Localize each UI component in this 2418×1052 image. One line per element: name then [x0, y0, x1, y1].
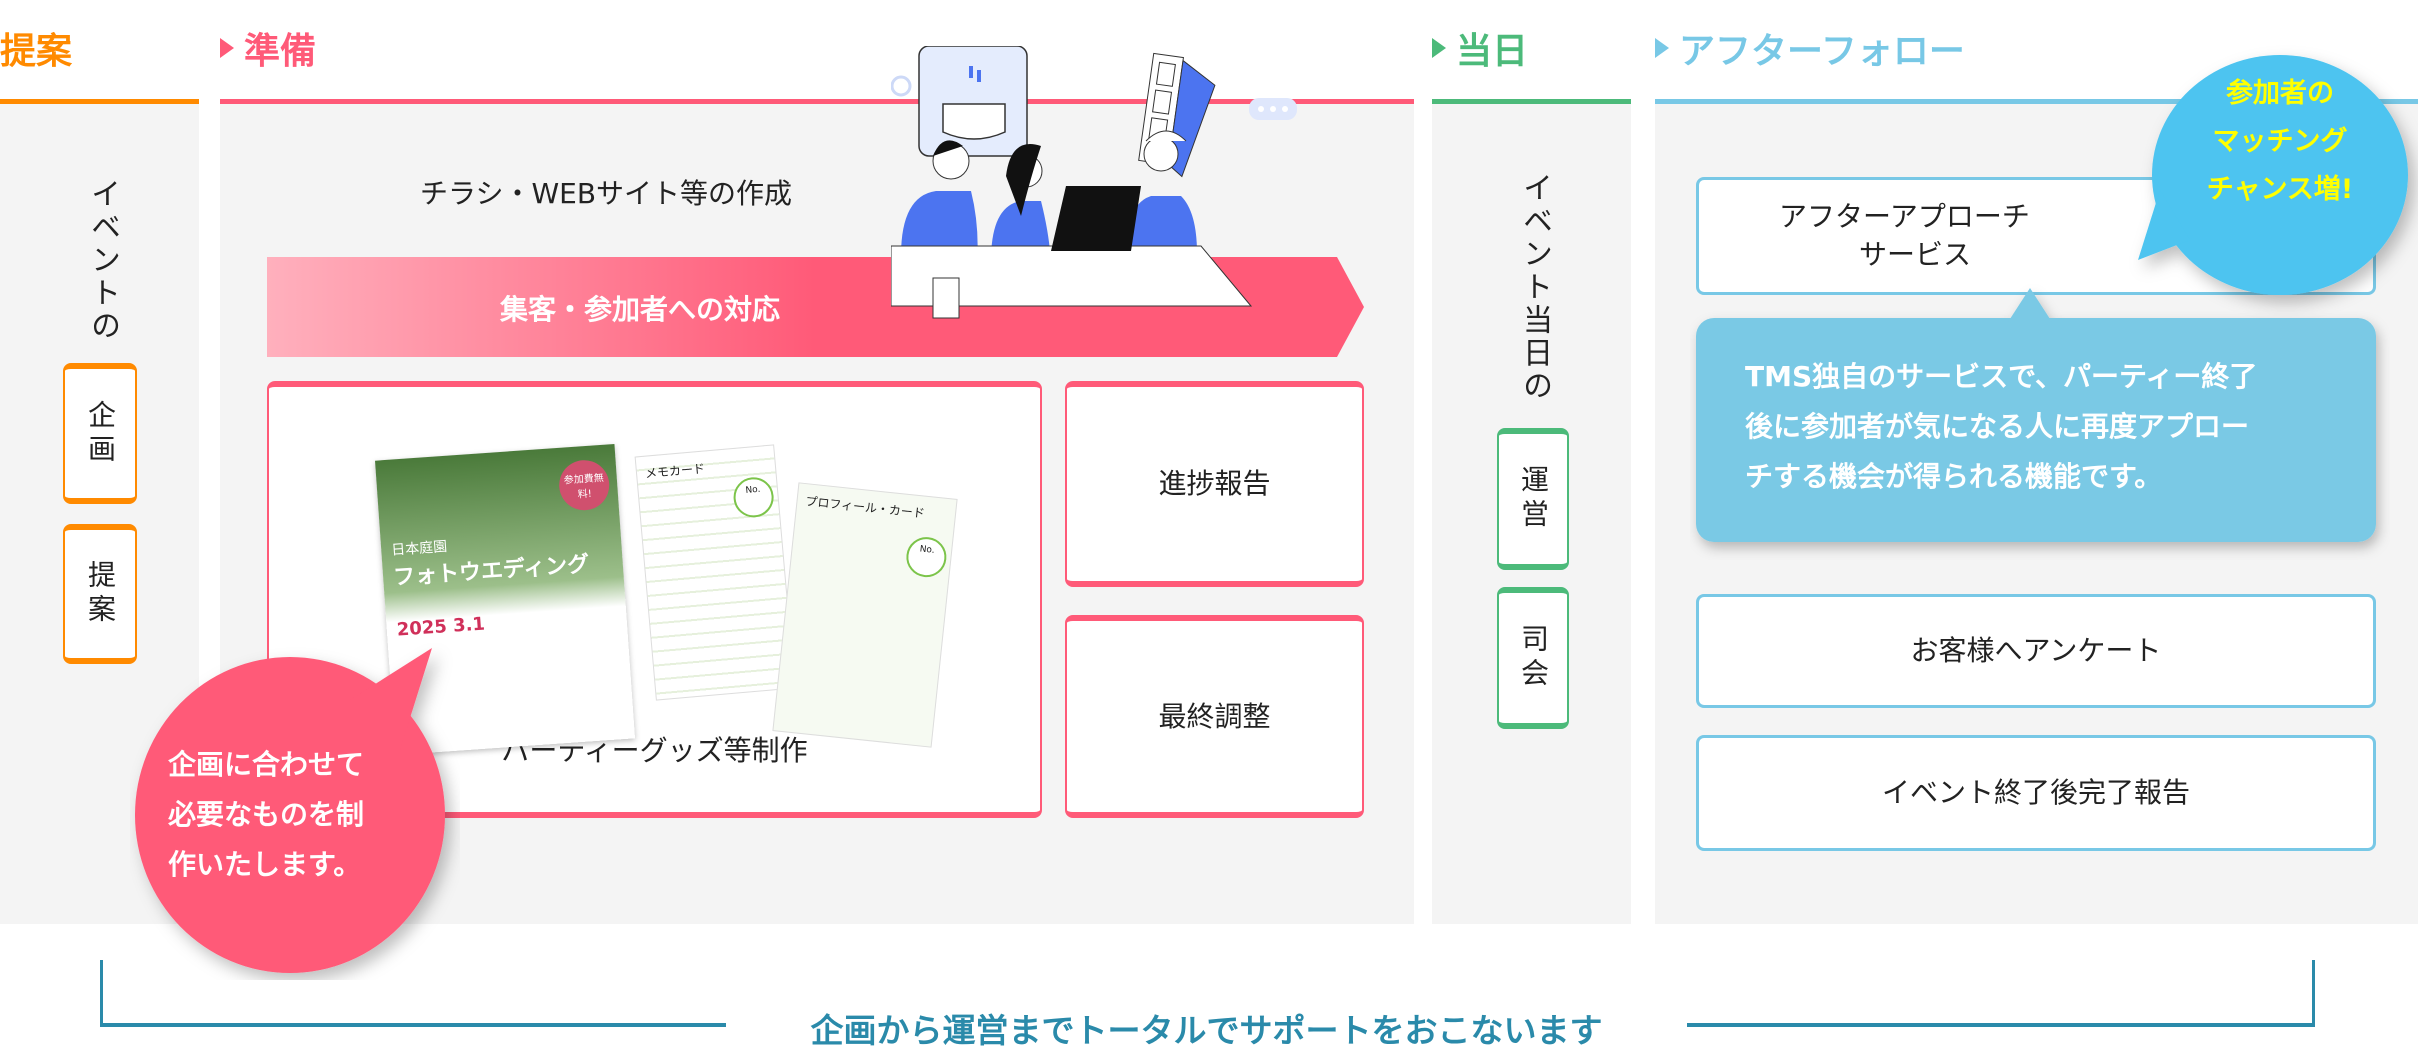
callout-text: TMS独自のサービスで、パーティー終了 後に参加者が気になる人に再度アプロー チ… — [1745, 352, 2257, 502]
memo-card-image: メモカード No. — [634, 444, 796, 701]
speech-bubble-pink — [135, 648, 445, 973]
banner-label: 集客・参加者への対応 — [499, 293, 780, 326]
callout-line: TMS独自のサービスで、パーティー終了 — [1745, 360, 2258, 393]
phase-title: アフターフォロー — [1679, 31, 1965, 72]
profile-card-title: プロフィール・カード — [804, 494, 926, 521]
bracket-line-left — [100, 1023, 726, 1027]
footer-tagline: 企画から運営までトータルでサポートをおこないます — [810, 1011, 1603, 1050]
bubble-line: 参加者の — [2226, 78, 2334, 109]
box-final-adjustment: 最終調整 — [1065, 615, 1364, 818]
flyer-badge: 参加費無料! — [557, 458, 611, 512]
bracket-right — [2312, 960, 2315, 1026]
box-proposal: 提案 — [63, 524, 137, 664]
card-number-circle: No. — [904, 535, 949, 580]
speech-bubble-blue — [2138, 55, 2408, 295]
callout-blue — [1696, 288, 2376, 542]
phase-title: 当日 — [1456, 31, 1529, 72]
vertical-label: イベント当日の — [1517, 172, 1552, 403]
callout-line: 後に参加者が気になる人に再度アプロー — [1745, 410, 2250, 443]
phase-header-after: アフターフォロー — [1655, 22, 1965, 74]
card-number-circle: No. — [731, 475, 776, 520]
box-survey: お客様へアンケート — [1696, 594, 2376, 708]
bubble-text-blue: 参加者の マッチング チャンス増! — [2160, 70, 2400, 214]
divider — [1432, 99, 1631, 104]
callout-line: チする機会が得られる機能です。 — [1745, 460, 2163, 493]
bracket-line-right — [1687, 1023, 2315, 1027]
bubble-line: マッチング — [2212, 126, 2348, 157]
box-completion-report: イベント終了後完了報告 — [1696, 735, 2376, 851]
box-mc: 司会 — [1497, 587, 1569, 729]
bubble-text-pink: 企画に合わせて 必要なものを制 作いたします。 — [168, 740, 364, 890]
triangle-icon — [1432, 38, 1446, 58]
triangle-icon — [220, 38, 234, 58]
box-planning: 企画 — [63, 363, 137, 504]
divider — [0, 99, 199, 104]
box-operation: 運営 — [1497, 428, 1569, 570]
bubble-line: 作いたします。 — [168, 848, 362, 881]
bracket-left — [100, 960, 103, 1026]
flyer-creation-label: チラシ・WEBサイト等の作成 — [420, 177, 793, 210]
service-line: アフターアプローチ — [1779, 200, 2030, 234]
service-line: サービス — [1859, 238, 1972, 271]
phase-title: 提案 — [0, 31, 73, 72]
bubble-line: チャンス増! — [2206, 174, 2354, 205]
bubble-line: 必要なものを制 — [168, 798, 365, 831]
vertical-label: イベントの — [85, 178, 120, 343]
phase-header-proposal: 提案 — [0, 22, 72, 74]
phase-header-prep: 準備 — [220, 22, 316, 74]
bubble-line: 企画に合わせて — [168, 748, 365, 781]
phase-header-day: 当日 — [1432, 22, 1528, 74]
flyer-date: 2025 3.1 — [396, 613, 486, 641]
triangle-icon — [1655, 38, 1669, 58]
box-progress-report: 進捗報告 — [1065, 381, 1364, 587]
memo-card-title: メモカード — [644, 461, 706, 481]
divider — [220, 99, 1414, 104]
profile-card-image: プロフィール・カード No. — [772, 482, 958, 748]
divider — [1655, 99, 2418, 104]
phase-title: 準備 — [244, 31, 317, 72]
team-meeting-illustration — [891, 46, 1297, 319]
